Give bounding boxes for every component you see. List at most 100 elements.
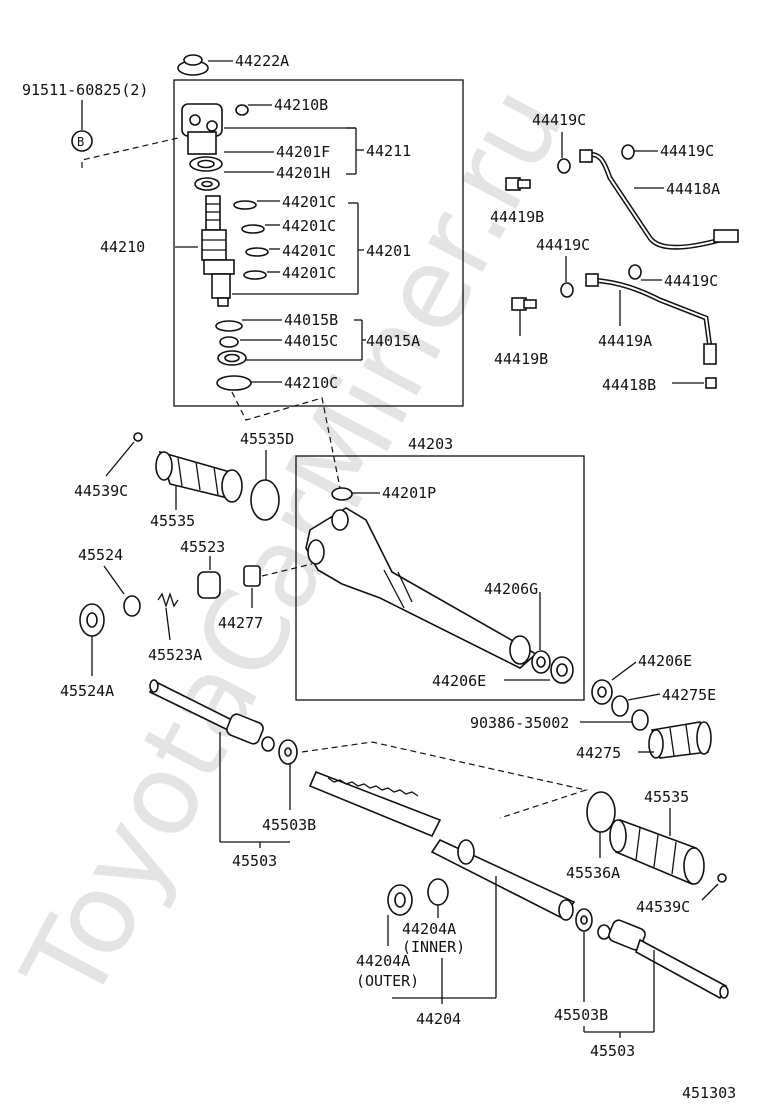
boot-45535-left-part <box>155 450 243 503</box>
label-44222A: 44222A <box>235 52 289 70</box>
label-44015B: 44015B <box>284 311 338 329</box>
union-bolt-44419B-1 <box>505 177 531 191</box>
label-44539C-1: 44539C <box>74 482 128 500</box>
seal-44201P-part <box>331 487 353 501</box>
clip-44539C-2 <box>717 873 727 883</box>
label-44419C-4: 44419C <box>664 272 718 290</box>
svg-text:B: B <box>77 135 84 149</box>
union-bolt-44419B-2 <box>511 297 537 311</box>
control-valve-shaft-part <box>201 195 235 307</box>
bushing-90386-part <box>631 709 649 731</box>
label-44277: 44277 <box>218 614 263 632</box>
label-44275E: 44275E <box>662 686 716 704</box>
label-45535-1: 45535 <box>150 512 195 530</box>
gasket-44419C-4 <box>628 264 642 280</box>
seal-ring-44201C-1 <box>233 200 257 210</box>
oil-seal-44206E-2 <box>591 679 613 705</box>
ball-seat-45503B-2 <box>575 908 593 932</box>
ball-seat-45503B-1 <box>278 739 298 765</box>
label-44206G: 44206G <box>484 580 538 598</box>
label-44539C-2: 44539C <box>636 898 690 916</box>
label-45535-2: 45535 <box>644 788 689 806</box>
label-outer-note: (OUTER) <box>356 972 419 990</box>
gasket-44419C-1 <box>557 158 571 174</box>
label-44015A: 44015A <box>366 332 420 350</box>
label-44206E-2: 44206E <box>638 652 692 670</box>
label-44201C-2: 44201C <box>282 217 336 235</box>
label-90386-35002: 90386-35002 <box>470 714 569 732</box>
rack-tube-44204-part <box>430 838 576 921</box>
label-45524: 45524 <box>78 546 123 564</box>
clip-44539C-1 <box>133 432 143 442</box>
label-44203: 44203 <box>408 435 453 453</box>
label-45535D: 45535D <box>240 430 294 448</box>
label-44015C: 44015C <box>284 332 338 350</box>
label-44419C-1: 44419C <box>532 111 586 129</box>
label-44201C-1: 44201C <box>282 193 336 211</box>
housing-ring-part <box>217 350 247 366</box>
lock-nut-45524A-part <box>79 603 105 637</box>
dust-seal-part <box>177 54 209 76</box>
seal-ring-44201C-2 <box>241 224 265 234</box>
label-45503-2: 45503 <box>590 1042 635 1060</box>
ring-44015B-part <box>215 320 243 332</box>
boot-45535-right-part <box>609 818 705 886</box>
clamp-45536A-part <box>586 791 616 833</box>
gasket-44419C-2 <box>621 144 635 160</box>
label-44211: 44211 <box>366 142 411 160</box>
label-44204A-inner: 44204A <box>402 920 456 938</box>
seal-44204A-inner-part <box>427 878 449 906</box>
label-45536A: 45536A <box>566 864 620 882</box>
oil-seal-44206G-part <box>531 650 551 674</box>
label-45523A: 45523A <box>148 646 202 664</box>
label-45503B-2: 45503B <box>554 1006 608 1024</box>
seal-ring-44201C-4 <box>243 270 267 280</box>
label-44201P: 44201P <box>382 484 436 502</box>
label-91511-60825: 91511-60825(2) <box>22 81 148 99</box>
label-inner-note: (INNER) <box>402 938 465 956</box>
label-45523: 45523 <box>180 538 225 556</box>
label-44419C-3: 44419C <box>536 236 590 254</box>
valve-body-part <box>181 103 223 155</box>
diagram-id: 451303 <box>682 1084 736 1102</box>
pressure-tube-44419A-part <box>585 273 717 365</box>
label-44419C-2: 44419C <box>660 142 714 160</box>
pressure-tube-44418A-part <box>579 149 739 250</box>
gasket-44419C-3 <box>560 282 574 298</box>
label-44275: 44275 <box>576 744 621 762</box>
label-44210B: 44210B <box>274 96 328 114</box>
control-valve-group-box <box>173 79 464 407</box>
tie-rod-end-right-part <box>597 919 729 1000</box>
rack-housing-part <box>305 507 538 669</box>
steering-rack-part <box>308 770 442 838</box>
o-ring-44210C-part <box>216 375 252 391</box>
label-44204A-outer: 44204A <box>356 952 410 970</box>
seal-44204A-outer-part <box>387 884 413 916</box>
plug-44275-part <box>648 721 712 759</box>
rack-guide-45523-part <box>197 571 221 599</box>
label-44210: 44210 <box>100 238 145 256</box>
spring-45523A-part <box>157 591 179 609</box>
label-45503-1: 45503 <box>232 852 277 870</box>
oil-seal-44201H-part <box>194 177 220 191</box>
oil-seal-44206E-1 <box>550 656 574 684</box>
o-ring-44275E-part <box>611 695 629 717</box>
label-44210C: 44210C <box>284 374 338 392</box>
oil-seal-44201F-part <box>189 156 223 172</box>
label-45503B-1: 45503B <box>262 816 316 834</box>
label-44418B: 44418B <box>602 376 656 394</box>
label-44419A: 44419A <box>598 332 652 350</box>
tie-rod-end-left-part <box>148 679 275 752</box>
label-44204: 44204 <box>416 1010 461 1028</box>
cap-44418B-part <box>705 377 717 389</box>
label-44201H: 44201H <box>276 164 330 182</box>
bolt-callout-marker: B <box>71 130 93 152</box>
label-44206E-1: 44206E <box>432 672 486 690</box>
label-44201C-4: 44201C <box>282 264 336 282</box>
rack-housing-group-box <box>295 455 585 701</box>
label-44201F: 44201F <box>276 143 330 161</box>
plug-44210B-part <box>235 104 249 116</box>
label-44419B-2: 44419B <box>494 350 548 368</box>
label-44201C-3: 44201C <box>282 242 336 260</box>
